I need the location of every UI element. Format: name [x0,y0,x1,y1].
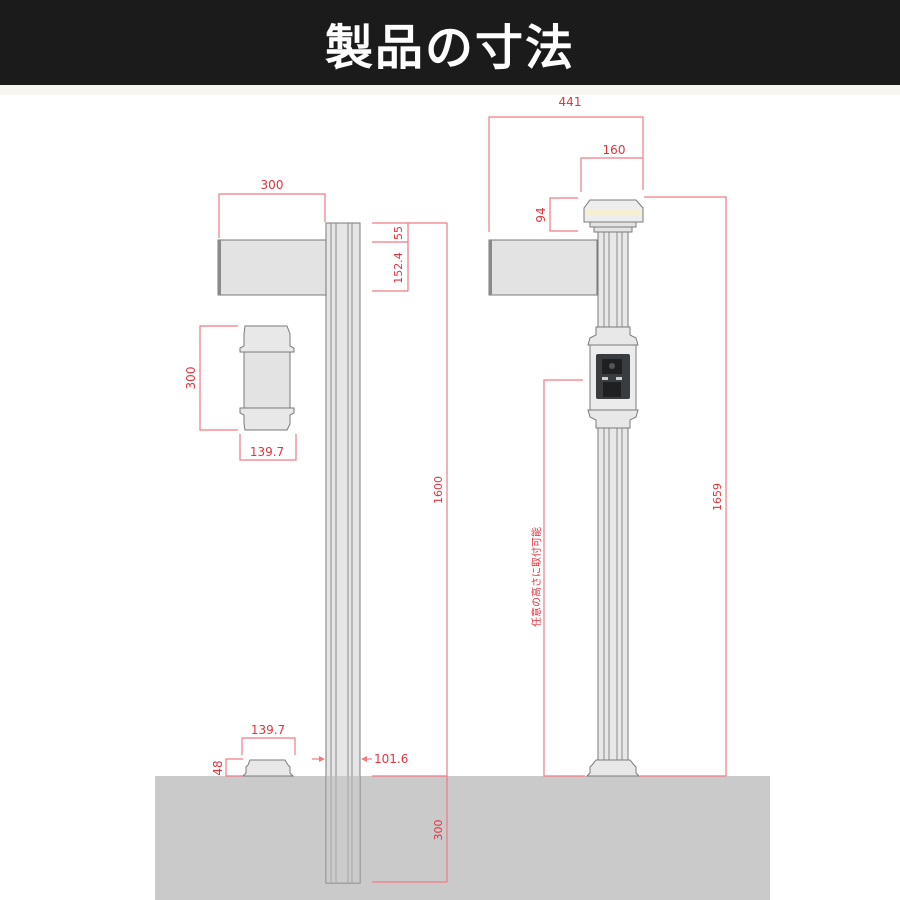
dim-cap-height: 94 [534,207,548,222]
right-cap [583,199,644,233]
dim-total-height: 1659 [711,483,724,511]
right-post-assembly: 441 160 94 1659 任意の高さに取付可能 [488,95,727,777]
left-base [241,759,295,777]
intercom-housing [587,326,639,429]
dim-arm-width: 300 [261,178,284,192]
dim-arm-height: 152.4 [392,252,405,284]
left-post-assembly: 300 55 152.4 1600 300 300 139.7 139.7 48… [184,178,448,884]
right-dimension-lines [488,116,727,777]
dim-base-width: 139.7 [251,723,285,737]
left-sleeve [239,325,295,431]
right-arm [488,239,598,296]
page-title: 製品の寸法 [324,19,575,76]
dim-sleeve-width: 139.7 [250,445,284,459]
ground-area [155,776,770,900]
dim-post-width: 101.6 [374,752,408,766]
dim-base-height: 48 [211,760,225,775]
dim-post-height: 1600 [432,476,445,504]
left-post [325,222,361,884]
dim-cap-width: 160 [603,143,626,157]
dim-post-top-segment: 55 [392,226,405,240]
left-dimension-lines [199,193,448,883]
header-bar: 製品の寸法 [0,0,900,85]
header-divider-strip [0,85,900,95]
left-arm [217,239,327,296]
dim-sleeve-height: 300 [184,367,198,390]
mount-height-note: 任意の高さに取付可能 [530,527,543,627]
right-column [597,231,629,764]
dim-total-width: 441 [559,95,582,109]
right-base [585,759,641,777]
dim-buried-depth: 300 [432,820,445,841]
